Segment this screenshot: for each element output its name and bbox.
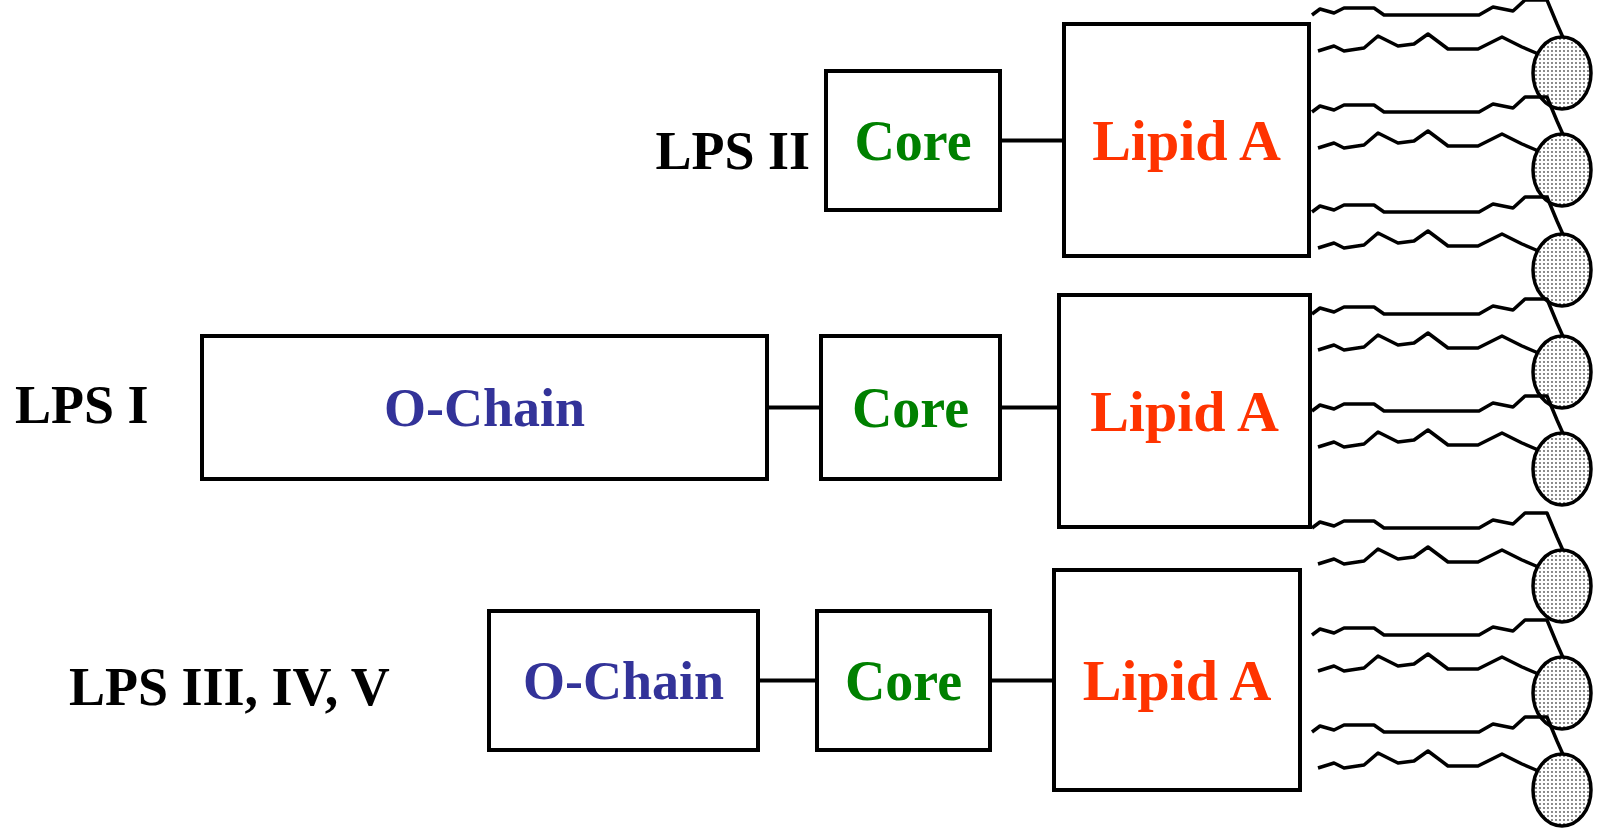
lps-type-label: LPS I [15,378,149,432]
connector-line [1002,139,1062,143]
lipid-molecule [1312,197,1591,306]
box-label: Core [854,109,971,173]
core-box: Core [819,334,1002,481]
lipid-molecule [1312,299,1591,408]
box-label: O-Chain [523,650,724,712]
connector-line [769,406,819,410]
o-chain-box: O-Chain [200,334,769,481]
o-chain-box: O-Chain [487,609,760,752]
box-label: O-Chain [384,377,585,439]
box-label: Core [852,376,969,440]
connector-line [760,679,815,683]
lipid-molecule [1312,513,1591,622]
lipid-molecule [1312,396,1591,505]
core-box: Core [815,609,992,752]
box-label: Lipid A [1092,107,1281,174]
lipid-a-box: Lipid A [1052,568,1302,792]
core-box: Core [824,69,1002,212]
lipid-molecule [1312,97,1591,206]
connector-line [992,679,1052,683]
lipid-a-box: Lipid A [1057,293,1312,529]
lps-type-label: LPS II [655,124,810,178]
box-label: Core [845,649,962,713]
lipid-molecule [1312,0,1591,109]
lipid-molecule [1312,717,1591,826]
lipid-molecule [1312,620,1591,729]
lps-type-label: LPS III, IV, V [69,660,390,714]
box-label: Lipid A [1090,378,1279,445]
lipid-a-box: Lipid A [1062,22,1311,258]
connector-line [1002,406,1057,410]
box-label: Lipid A [1083,647,1272,714]
